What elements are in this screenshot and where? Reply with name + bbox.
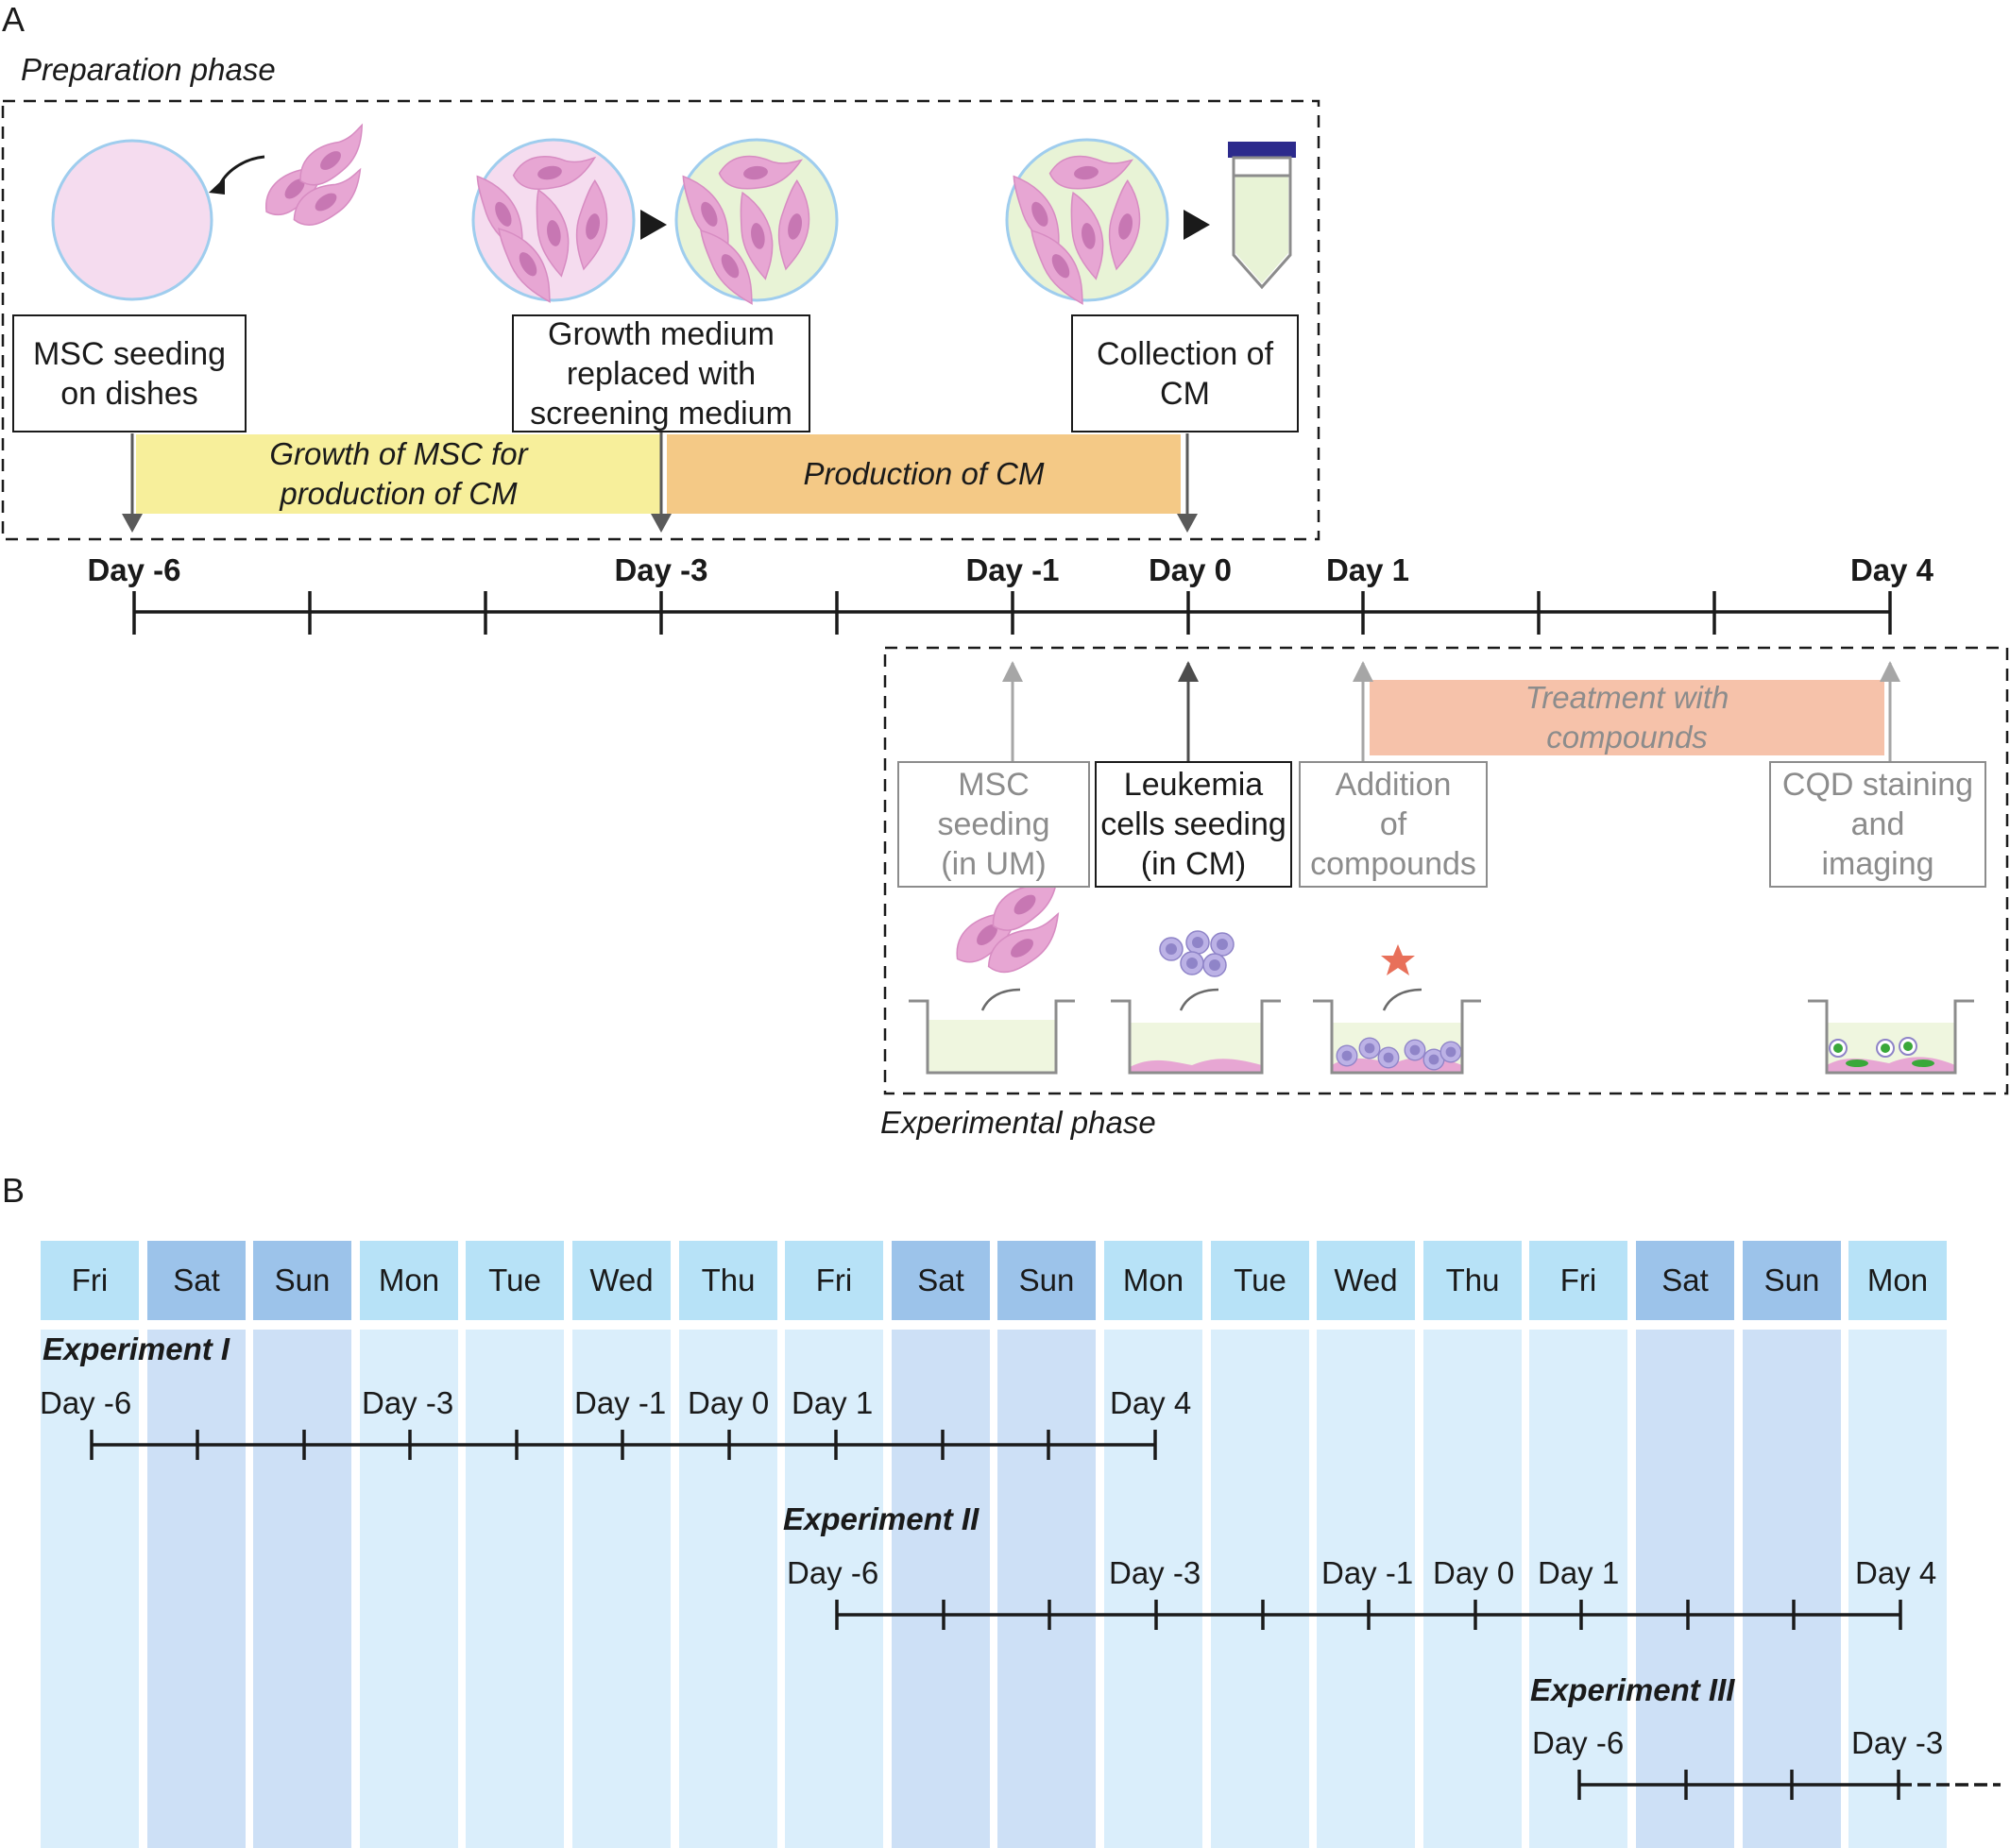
day-label: Day -6 — [40, 1385, 132, 1420]
experiment-title: Experiment II — [783, 1501, 979, 1536]
day-column — [785, 1330, 883, 1848]
day-label: Day -1 — [965, 552, 1060, 587]
day-label: Day -3 — [1851, 1725, 1944, 1760]
day-label: Day -6 — [1532, 1725, 1625, 1760]
weekday-header: Sun — [253, 1241, 351, 1320]
panel-letter-a: A — [2, 0, 26, 39]
main-timeline — [132, 591, 1892, 635]
growth-bar — [136, 434, 661, 514]
weekday-header: Wed — [1317, 1241, 1415, 1320]
cqd-staining-box: CQD staining and imaging — [1769, 761, 1986, 888]
day-column — [1529, 1330, 1627, 1848]
day-column — [1211, 1330, 1309, 1848]
preparation-phase-label: Preparation phase — [21, 52, 276, 87]
day-label: Day 1 — [1538, 1555, 1620, 1590]
day-column — [1743, 1330, 1841, 1848]
preparation-frame — [1, 99, 1320, 541]
well-leukemia-seeding — [1111, 930, 1281, 1075]
weekday-header: Tue — [1211, 1241, 1309, 1320]
weekday-header: Mon — [360, 1241, 458, 1320]
weekday-header: Tue — [466, 1241, 564, 1320]
day-column — [892, 1330, 990, 1848]
day-label: Day -3 — [614, 552, 708, 587]
experimental-frame — [883, 646, 2009, 1095]
day-label: Day -3 — [1109, 1555, 1201, 1590]
weekday-header: Mon — [1104, 1241, 1202, 1320]
weekday-header: Thu — [679, 1241, 777, 1320]
production-bar — [667, 434, 1181, 514]
day-label: Day 4 — [1855, 1555, 1937, 1590]
experiment-title: Experiment III — [1530, 1672, 1735, 1707]
weekday-header: Sun — [997, 1241, 1096, 1320]
day-label: Day -3 — [362, 1385, 454, 1420]
day-label: Day -1 — [1321, 1555, 1414, 1590]
weekday-header: Wed — [572, 1241, 671, 1320]
day-label: Day 0 — [688, 1385, 770, 1420]
day-label: Day 1 — [1325, 552, 1410, 587]
msc-seeding-box: MSC seeding on dishes — [12, 314, 247, 432]
day-label: Day 4 — [1849, 552, 1934, 587]
day-column — [360, 1330, 458, 1848]
day-column — [253, 1330, 351, 1848]
day-label: Day 4 — [1110, 1385, 1192, 1420]
day-column — [41, 1330, 139, 1848]
day-label: Day -1 — [574, 1385, 667, 1420]
growth-medium-box: Growth medium replaced with screening me… — [512, 314, 810, 432]
well-msc-seeding — [909, 866, 1075, 1075]
weekday-header: Fri — [785, 1241, 883, 1320]
triangle-arrow — [640, 210, 667, 240]
day-column — [147, 1330, 246, 1848]
panel-letter-b: B — [2, 1171, 26, 1210]
day-column — [466, 1330, 564, 1848]
weekday-header: Mon — [1848, 1241, 1947, 1320]
day-label: Day -6 — [787, 1555, 879, 1590]
addition-compounds-box: Addition of compounds — [1299, 761, 1488, 888]
day-column — [1104, 1330, 1202, 1848]
day-column — [1636, 1330, 1734, 1848]
weekday-header: Sat — [892, 1241, 990, 1320]
well-cqd-staining — [1808, 999, 1974, 1075]
day-label: Day 0 — [1433, 1555, 1515, 1590]
day-column — [679, 1330, 777, 1848]
weekday-header: Thu — [1423, 1241, 1522, 1320]
treatment-bar — [1370, 680, 1884, 755]
treatment-bar-label: Treatment with compounds — [1525, 680, 1729, 754]
day-label: Day 0 — [1148, 552, 1233, 587]
leukemia-seeding-box: Leukemia cells seeding (in CM) — [1095, 761, 1292, 888]
tube-icon — [1228, 142, 1296, 290]
day-label: Day -6 — [87, 552, 181, 587]
collection-box: Collection of CM — [1071, 314, 1299, 432]
day-column — [572, 1330, 671, 1848]
weekday-header: Fri — [1529, 1241, 1627, 1320]
day-column — [1423, 1330, 1522, 1848]
compound-star-icon — [1381, 944, 1415, 975]
well-addition-compounds — [1313, 944, 1481, 1075]
weekday-header: Fri — [41, 1241, 139, 1320]
production-bar-label: Production of CM — [803, 456, 1045, 491]
weekday-header: Sun — [1743, 1241, 1841, 1320]
day-column — [1848, 1330, 1947, 1848]
weekday-header: Sat — [1636, 1241, 1734, 1320]
msc-seeding-um-box: MSC seeding (in UM) — [897, 761, 1090, 888]
day-label: Day 1 — [792, 1385, 874, 1420]
day-column — [1317, 1330, 1415, 1848]
day-column — [997, 1330, 1096, 1848]
experiment-title: Experiment I — [43, 1331, 230, 1366]
empty-dish — [51, 139, 213, 301]
weekday-header: Sat — [147, 1241, 246, 1320]
experimental-phase-label: Experimental phase — [880, 1105, 1156, 1140]
growth-bar-label: Growth of MSC for production of CM — [269, 436, 528, 511]
